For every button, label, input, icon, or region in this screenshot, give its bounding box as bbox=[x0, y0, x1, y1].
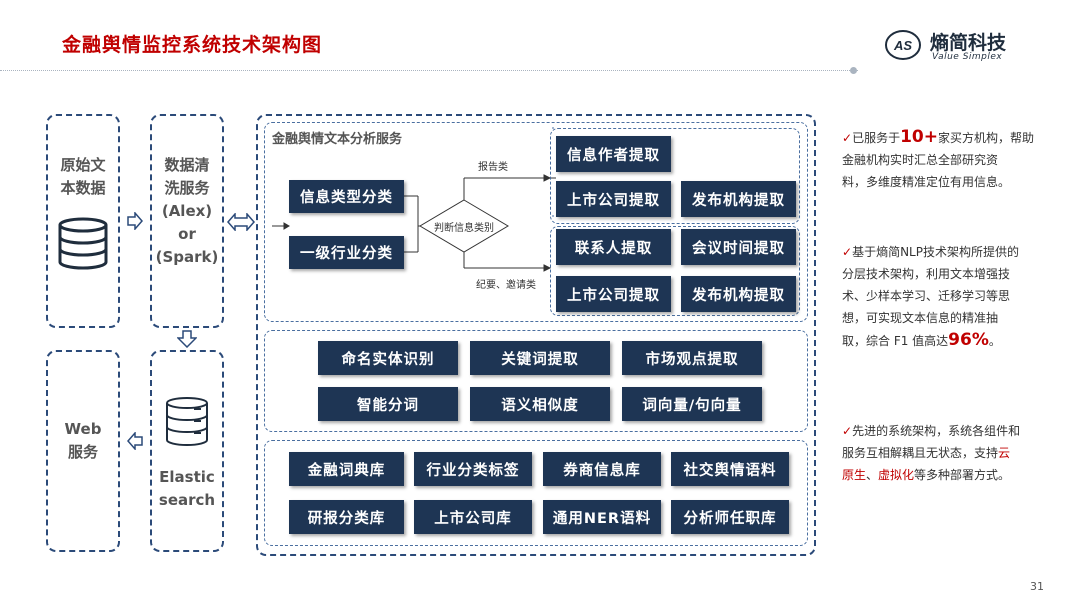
report-branch-label: 报告类 bbox=[478, 162, 508, 173]
highlight-architecture: ✓先进的系统架构，系统各组件和 服务互相解耦且无状态，支持云 原生、虚拟化等多种… bbox=[842, 424, 1021, 482]
highlight-accuracy: ✓基于熵简NLP技术架构所提供的 分层技术架构，利用文本增强技 术、少样本学习、… bbox=[842, 245, 1019, 350]
knowledge-base-section bbox=[264, 440, 808, 546]
svg-text:AS: AS bbox=[893, 38, 912, 53]
kb-item: 金融词典库 bbox=[289, 452, 404, 486]
kb-item: 券商信息库 bbox=[543, 452, 661, 486]
contact-extract: 联系人提取 bbox=[556, 229, 671, 265]
industry-classifier: 一级行业分类 bbox=[289, 236, 404, 269]
highlight-clients: ✓已服务于10+家买方机构，帮助 金融机构实时汇总全部研究资 料，多维度精准定位… bbox=[842, 127, 1034, 189]
kb-item: 研报分类库 bbox=[289, 500, 404, 534]
es-label: Elastic search bbox=[158, 468, 216, 509]
kb-item: 行业分类标签 bbox=[414, 452, 532, 486]
logo-name: 熵简科技 bbox=[930, 32, 1007, 54]
author-extract: 信息作者提取 bbox=[556, 136, 671, 172]
check-icon: ✓ bbox=[842, 131, 853, 145]
listed-company-extract: 上市公司提取 bbox=[556, 276, 671, 312]
web-label: Web 服务 bbox=[64, 420, 102, 461]
check-icon: ✓ bbox=[842, 245, 853, 259]
flow-lines bbox=[272, 127, 556, 272]
logo-icon: AS bbox=[885, 30, 921, 60]
cleaning-box bbox=[150, 114, 224, 328]
cleaning-label: 数据清 洗服务 (Alex) or (Spark) bbox=[155, 156, 219, 266]
nlp-section bbox=[264, 330, 808, 432]
page-number: 31 bbox=[1030, 580, 1044, 593]
arrow-both-icon bbox=[227, 213, 255, 231]
nlp-item: 命名实体识别 bbox=[318, 341, 458, 375]
es-box bbox=[150, 350, 224, 552]
nlp-item: 词向量/句向量 bbox=[622, 387, 762, 421]
section-title: 金融舆情文本分析服务 bbox=[272, 132, 403, 147]
listed-company-extract: 上市公司提取 bbox=[556, 181, 671, 217]
arrow-left-icon bbox=[127, 432, 143, 450]
meeting-time-extract: 会议时间提取 bbox=[681, 229, 796, 265]
info-type-classifier: 信息类型分类 bbox=[289, 180, 404, 213]
kb-item: 分析师任职库 bbox=[671, 500, 789, 534]
kb-item: 通用NER语料 bbox=[543, 500, 661, 534]
check-icon: ✓ bbox=[842, 424, 853, 438]
nlp-item: 市场观点提取 bbox=[622, 341, 762, 375]
header-divider bbox=[0, 70, 858, 71]
raw-data-label: 原始文 本数据 bbox=[60, 156, 106, 197]
kb-item: 社交舆情语料 bbox=[671, 452, 789, 486]
nlp-item: 语义相似度 bbox=[470, 387, 610, 421]
minutes-group bbox=[550, 226, 800, 316]
raw-data-box bbox=[46, 114, 120, 328]
arrow-right-icon bbox=[127, 212, 143, 230]
publisher-extract: 发布机构提取 bbox=[681, 181, 796, 217]
database-icon bbox=[166, 397, 208, 446]
header-divider-dot bbox=[850, 67, 857, 74]
nlp-item: 智能分词 bbox=[318, 387, 458, 421]
arrow-down-icon bbox=[177, 330, 197, 348]
judge-label: 判断信息类别 bbox=[434, 223, 494, 234]
report-group bbox=[550, 128, 800, 224]
page-title: 金融舆情监控系统技术架构图 bbox=[62, 34, 323, 56]
web-box bbox=[46, 350, 120, 552]
logo-subtitle: Value Simplex bbox=[932, 52, 1003, 62]
text-analysis-section bbox=[264, 122, 808, 322]
minutes-branch-label: 纪要、邀请类 bbox=[476, 280, 536, 291]
nlp-item: 关键词提取 bbox=[470, 341, 610, 375]
service-frame bbox=[256, 114, 816, 556]
database-icon bbox=[58, 217, 108, 270]
publisher-extract: 发布机构提取 bbox=[681, 276, 796, 312]
kb-item: 上市公司库 bbox=[414, 500, 532, 534]
